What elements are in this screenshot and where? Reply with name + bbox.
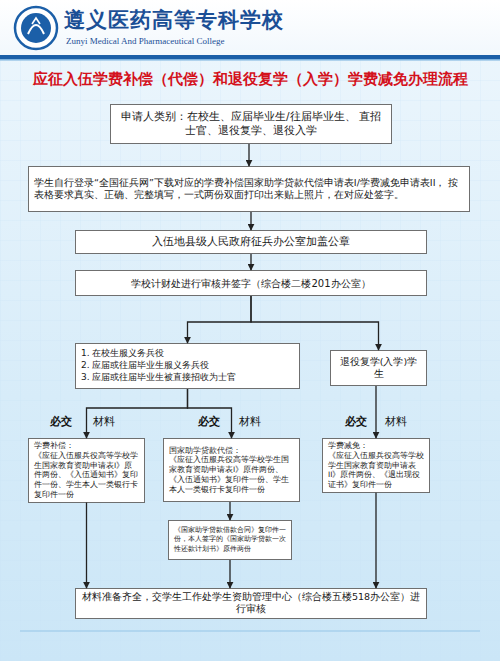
required-note: 必交: [198, 414, 220, 429]
box-text: 申请人类别：在校生、应届毕业生/往届毕业生、 直招士官、退役复学、退役入学: [116, 110, 386, 137]
flow-arrow: [188, 296, 252, 343]
required-note: 材料: [385, 414, 407, 429]
box-text: 国家助学贷款代偿：: [169, 446, 294, 456]
flow-arrow: [229, 560, 230, 588]
flow-arrow: [229, 502, 230, 520]
process-box: 《国家助学贷款借款合同》复印件一份，本人签字的《国家助学贷款一次性还款计划书》原…: [168, 520, 292, 560]
box-text: 学生自行登录“全国征兵网”下载对应的学费补偿国家助学贷款代偿申请表I/学费减免申…: [34, 177, 464, 202]
box-text: 2. 应届或往届毕业生服义务兵役: [81, 360, 294, 372]
box-text: 材料准备齐全，交学生工作处学生资助管理中心（综合楼五楼518办公室）进行审核: [81, 591, 421, 616]
flow-arrow: [250, 254, 251, 270]
flow-arrow: [375, 493, 376, 588]
diagram-title: 应征入伍学费补偿（代偿）和退役复学（入学）学费减免办理流程: [0, 70, 500, 89]
required-note: 材料: [93, 414, 115, 429]
college-logo: [15, 7, 57, 49]
required-note: 必交: [50, 414, 72, 429]
box-text: 学费补偿：: [34, 441, 139, 451]
box-text: 1. 在校生服义务兵役: [81, 348, 294, 360]
box-text: 3. 应届或往届毕业生被直接招收为士官: [81, 372, 294, 384]
college-name: Zunyi Medical And Pharmaceutical College: [66, 36, 224, 46]
process-box: 学生自行登录“全国征兵网”下载对应的学费补偿国家助学贷款代偿申请表I/学费减免申…: [28, 166, 470, 212]
process-box: 申请人类别：在校生、应届毕业生/往届毕业生、 直招士官、退役复学、退役入学: [110, 104, 392, 144]
box-text: 学校计财处进行审核并签字（综合楼二楼201办公室）: [81, 277, 421, 290]
flow-arrow: [248, 144, 249, 166]
process-box: 学费补偿：《应征入伍服兵役高等学校学生国家教育资助申请表I》原件两份、《入伍通知…: [28, 438, 145, 503]
process-box: 国家助学贷款代偿：《应征入伍服兵役高等学校学生国家教育资助申请表I》原件两份、《…: [163, 438, 300, 502]
process-box: 学费减免：《应征入伍服兵役高等学校学生国家教育资助申请表II》原件两份、《退出现…: [322, 438, 430, 493]
box-text: 《应征入伍服兵役高等学校学生国家教育资助申请表II》原件两份、《退出现役证书》复…: [328, 451, 424, 490]
box-text: 《应征入伍服兵役高等学校学生国家教育资助申请表I》原件两份、《入伍通知书》复印件…: [34, 451, 139, 500]
box-text: 《应征入伍服兵役高等学校学生国家教育资助申请表I》原件两份、《入伍通知书》复印件…: [169, 455, 294, 494]
process-box: 1. 在校生服义务兵役2. 应届或往届毕业生服义务兵役3. 应届或往届毕业生被直…: [75, 343, 300, 389]
flow-arrow: [375, 386, 376, 438]
flow-arrow: [250, 212, 251, 230]
flow-arrow: [251, 296, 379, 350]
flow-arrow: [86, 503, 87, 589]
box-text: 《国家助学贷款借款合同》复印件一份，本人签字的《国家助学贷款一次性还款计划书》原…: [174, 526, 286, 553]
process-box: 入伍地县级人民政府征兵办公室加盖公章: [75, 230, 427, 254]
college-name: 遵义医药高等专科学校: [64, 6, 284, 34]
box-text: 学费减免：: [328, 441, 424, 451]
box-text: 入伍地县级人民政府征兵办公室加盖公章: [81, 235, 421, 249]
process-box: 材料准备齐全，交学生工作处学生资助管理中心（综合楼五楼518办公室）进行审核: [75, 588, 427, 619]
flow-arrow: [188, 389, 232, 438]
flow-arrow: [87, 389, 188, 438]
required-note: 材料: [239, 414, 261, 429]
process-box: 退役复学(入学)学生: [330, 350, 427, 386]
box-text: 退役复学(入学)学生: [336, 356, 421, 381]
required-note: 必交: [345, 414, 367, 429]
process-box: 学校计财处进行审核并签字（综合楼二楼201办公室）: [75, 270, 427, 296]
